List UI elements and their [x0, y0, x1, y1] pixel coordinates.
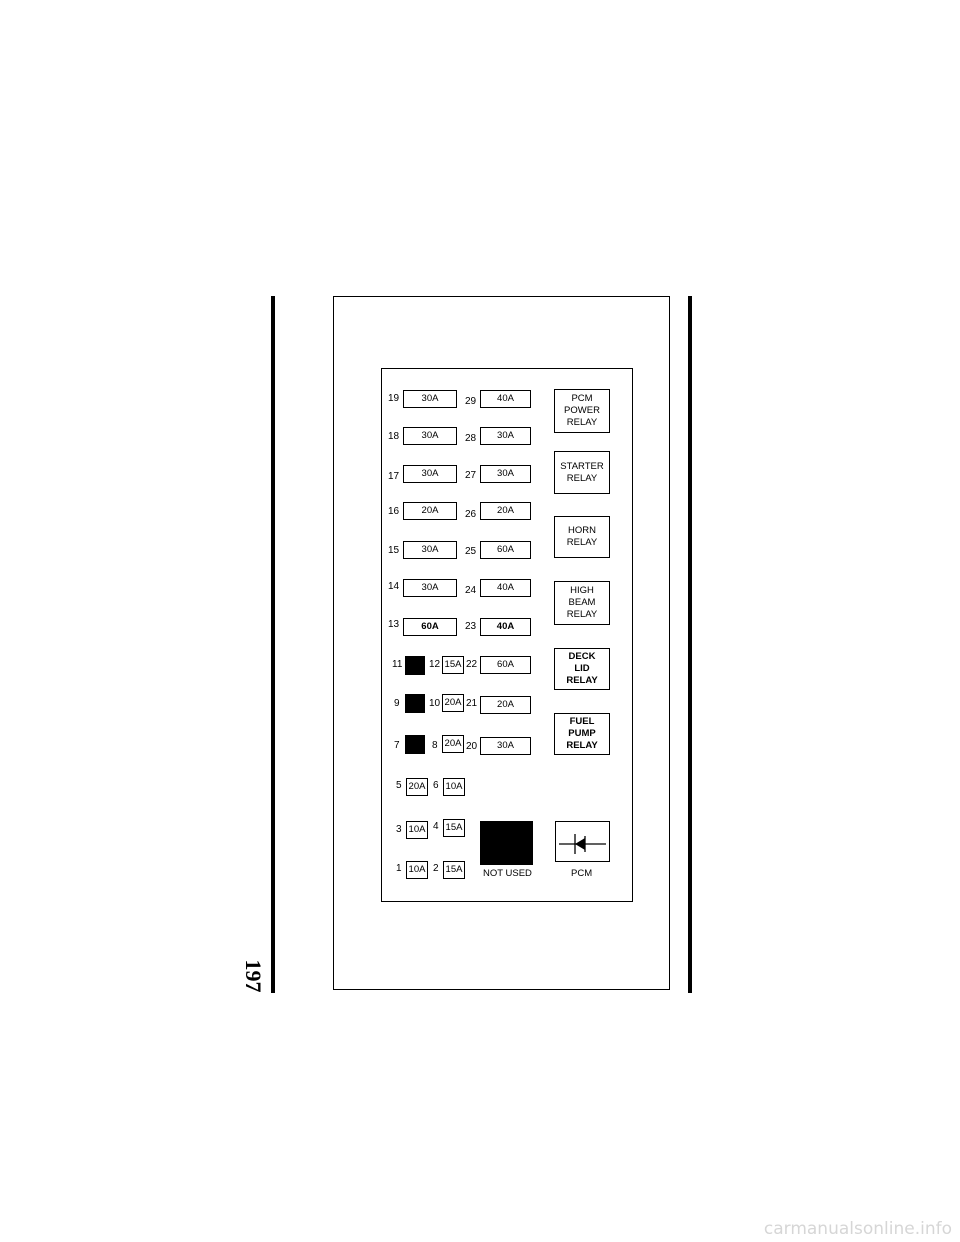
fuse-17: 30A	[403, 465, 457, 483]
fuse-8: 20A	[442, 735, 464, 753]
relay-label-line: STARTER	[560, 460, 604, 472]
fuse-15: 30A	[403, 541, 457, 559]
starter-relay: STARTER RELAY	[554, 451, 610, 494]
fuse-5: 20A	[406, 778, 428, 796]
fuse-number: 28	[465, 433, 477, 444]
filled-slot-11	[405, 656, 425, 675]
fuse-19: 30A	[403, 390, 457, 408]
slot-number: 11	[392, 659, 403, 670]
relay-label-line: RELAY	[566, 609, 598, 620]
fuse-number: 13	[388, 619, 400, 630]
fuse-number: 23	[465, 621, 477, 632]
fuse-3: 10A	[406, 821, 428, 839]
left-margin-rule	[271, 296, 275, 993]
fuse-number: 15	[388, 545, 400, 556]
fuse-number: 22	[466, 659, 478, 670]
relay-label-line: LID	[574, 663, 590, 674]
relay-label-line: PUMP	[568, 728, 596, 739]
fuse-27: 30A	[480, 465, 531, 483]
horn-relay: HORN RELAY	[554, 516, 610, 558]
diode-icon	[559, 834, 606, 854]
relay-label-line: HIGH	[570, 585, 594, 596]
fuse-20: 30A	[480, 737, 531, 755]
fuse-number: 26	[465, 509, 477, 520]
fuse-21: 20A	[480, 696, 531, 714]
relay-label-line: POWER	[564, 405, 600, 416]
relay-label-line: DECK	[568, 651, 596, 662]
fuse-24: 40A	[480, 579, 531, 597]
fuse-number: 8	[432, 740, 438, 751]
fuse-4: 15A	[443, 819, 465, 837]
not-used-block	[480, 821, 533, 865]
fuse-28: 30A	[480, 427, 531, 445]
watermark: carmanualsonline.info	[763, 1219, 952, 1239]
pcm-module	[555, 821, 610, 862]
page-number: 197	[241, 959, 266, 993]
fuse-6: 10A	[443, 778, 465, 796]
deck-lid-relay: DECK LID RELAY	[554, 648, 610, 690]
figure-frame	[333, 296, 670, 990]
fuse-number: 21	[466, 698, 478, 709]
fuse-number: 17	[388, 471, 400, 482]
fuse-number: 16	[388, 506, 400, 517]
relay-label-line: BEAM	[568, 597, 596, 608]
fuse-panel-diagram: 19 30A 18 30A 17 30A 16 20A 15 30A 14 30…	[381, 368, 633, 902]
relay-label-line: FUEL	[569, 716, 595, 727]
right-margin-rule	[688, 296, 692, 993]
fuse-18: 30A	[403, 427, 457, 445]
fuse-23: 40A	[480, 618, 531, 636]
fuse-number: 4	[433, 821, 439, 832]
fuse-1: 10A	[406, 861, 428, 879]
fuse-14: 30A	[403, 579, 457, 597]
relay-label-line: RELAY	[566, 537, 598, 548]
fuse-number: 3	[396, 824, 402, 835]
fuse-10: 20A	[442, 694, 464, 712]
fuse-25: 60A	[480, 541, 531, 559]
filled-slot-9	[405, 694, 425, 713]
relay-label-line: RELAY	[566, 472, 598, 484]
relay-label-line: RELAY	[566, 740, 598, 751]
relay-label-line: HORN	[568, 525, 596, 536]
fuse-number: 20	[466, 741, 478, 752]
fuse-number: 14	[388, 581, 400, 592]
fuse-number: 12	[429, 659, 441, 670]
not-used-label: NOT USED	[483, 868, 532, 879]
relay-label-line: RELAY	[566, 417, 598, 428]
pcm-label: PCM	[571, 868, 593, 879]
slot-number: 9	[394, 698, 400, 709]
fuse-number: 18	[388, 431, 400, 442]
fuse-number: 25	[465, 546, 477, 557]
relay-label-line: PCM	[571, 393, 593, 404]
fuse-29: 40A	[480, 390, 531, 408]
fuse-13: 60A	[403, 618, 457, 636]
fuse-number: 29	[465, 396, 477, 407]
fuse-number: 10	[429, 698, 441, 709]
filled-slot-7	[405, 735, 425, 754]
fuse-number: 24	[465, 585, 477, 596]
fuse-12: 15A	[442, 656, 464, 674]
slot-number: 7	[394, 740, 400, 751]
fuse-number: 6	[433, 780, 439, 791]
high-beam-relay: HIGH BEAM RELAY	[554, 581, 610, 625]
fuse-number: 5	[396, 780, 402, 791]
fuse-2: 15A	[443, 861, 465, 879]
fuse-number: 19	[388, 393, 400, 404]
fuse-26: 20A	[480, 502, 531, 520]
fuse-number: 1	[396, 863, 402, 874]
fuse-16: 20A	[403, 502, 457, 520]
pcm-power-relay: PCM POWER RELAY	[554, 389, 610, 433]
relay-label-line: RELAY	[566, 675, 598, 686]
fuse-number: 2	[433, 863, 439, 874]
fuel-pump-relay: FUEL PUMP RELAY	[554, 713, 610, 755]
fuse-22: 60A	[480, 656, 531, 674]
fuse-number: 27	[465, 470, 477, 481]
